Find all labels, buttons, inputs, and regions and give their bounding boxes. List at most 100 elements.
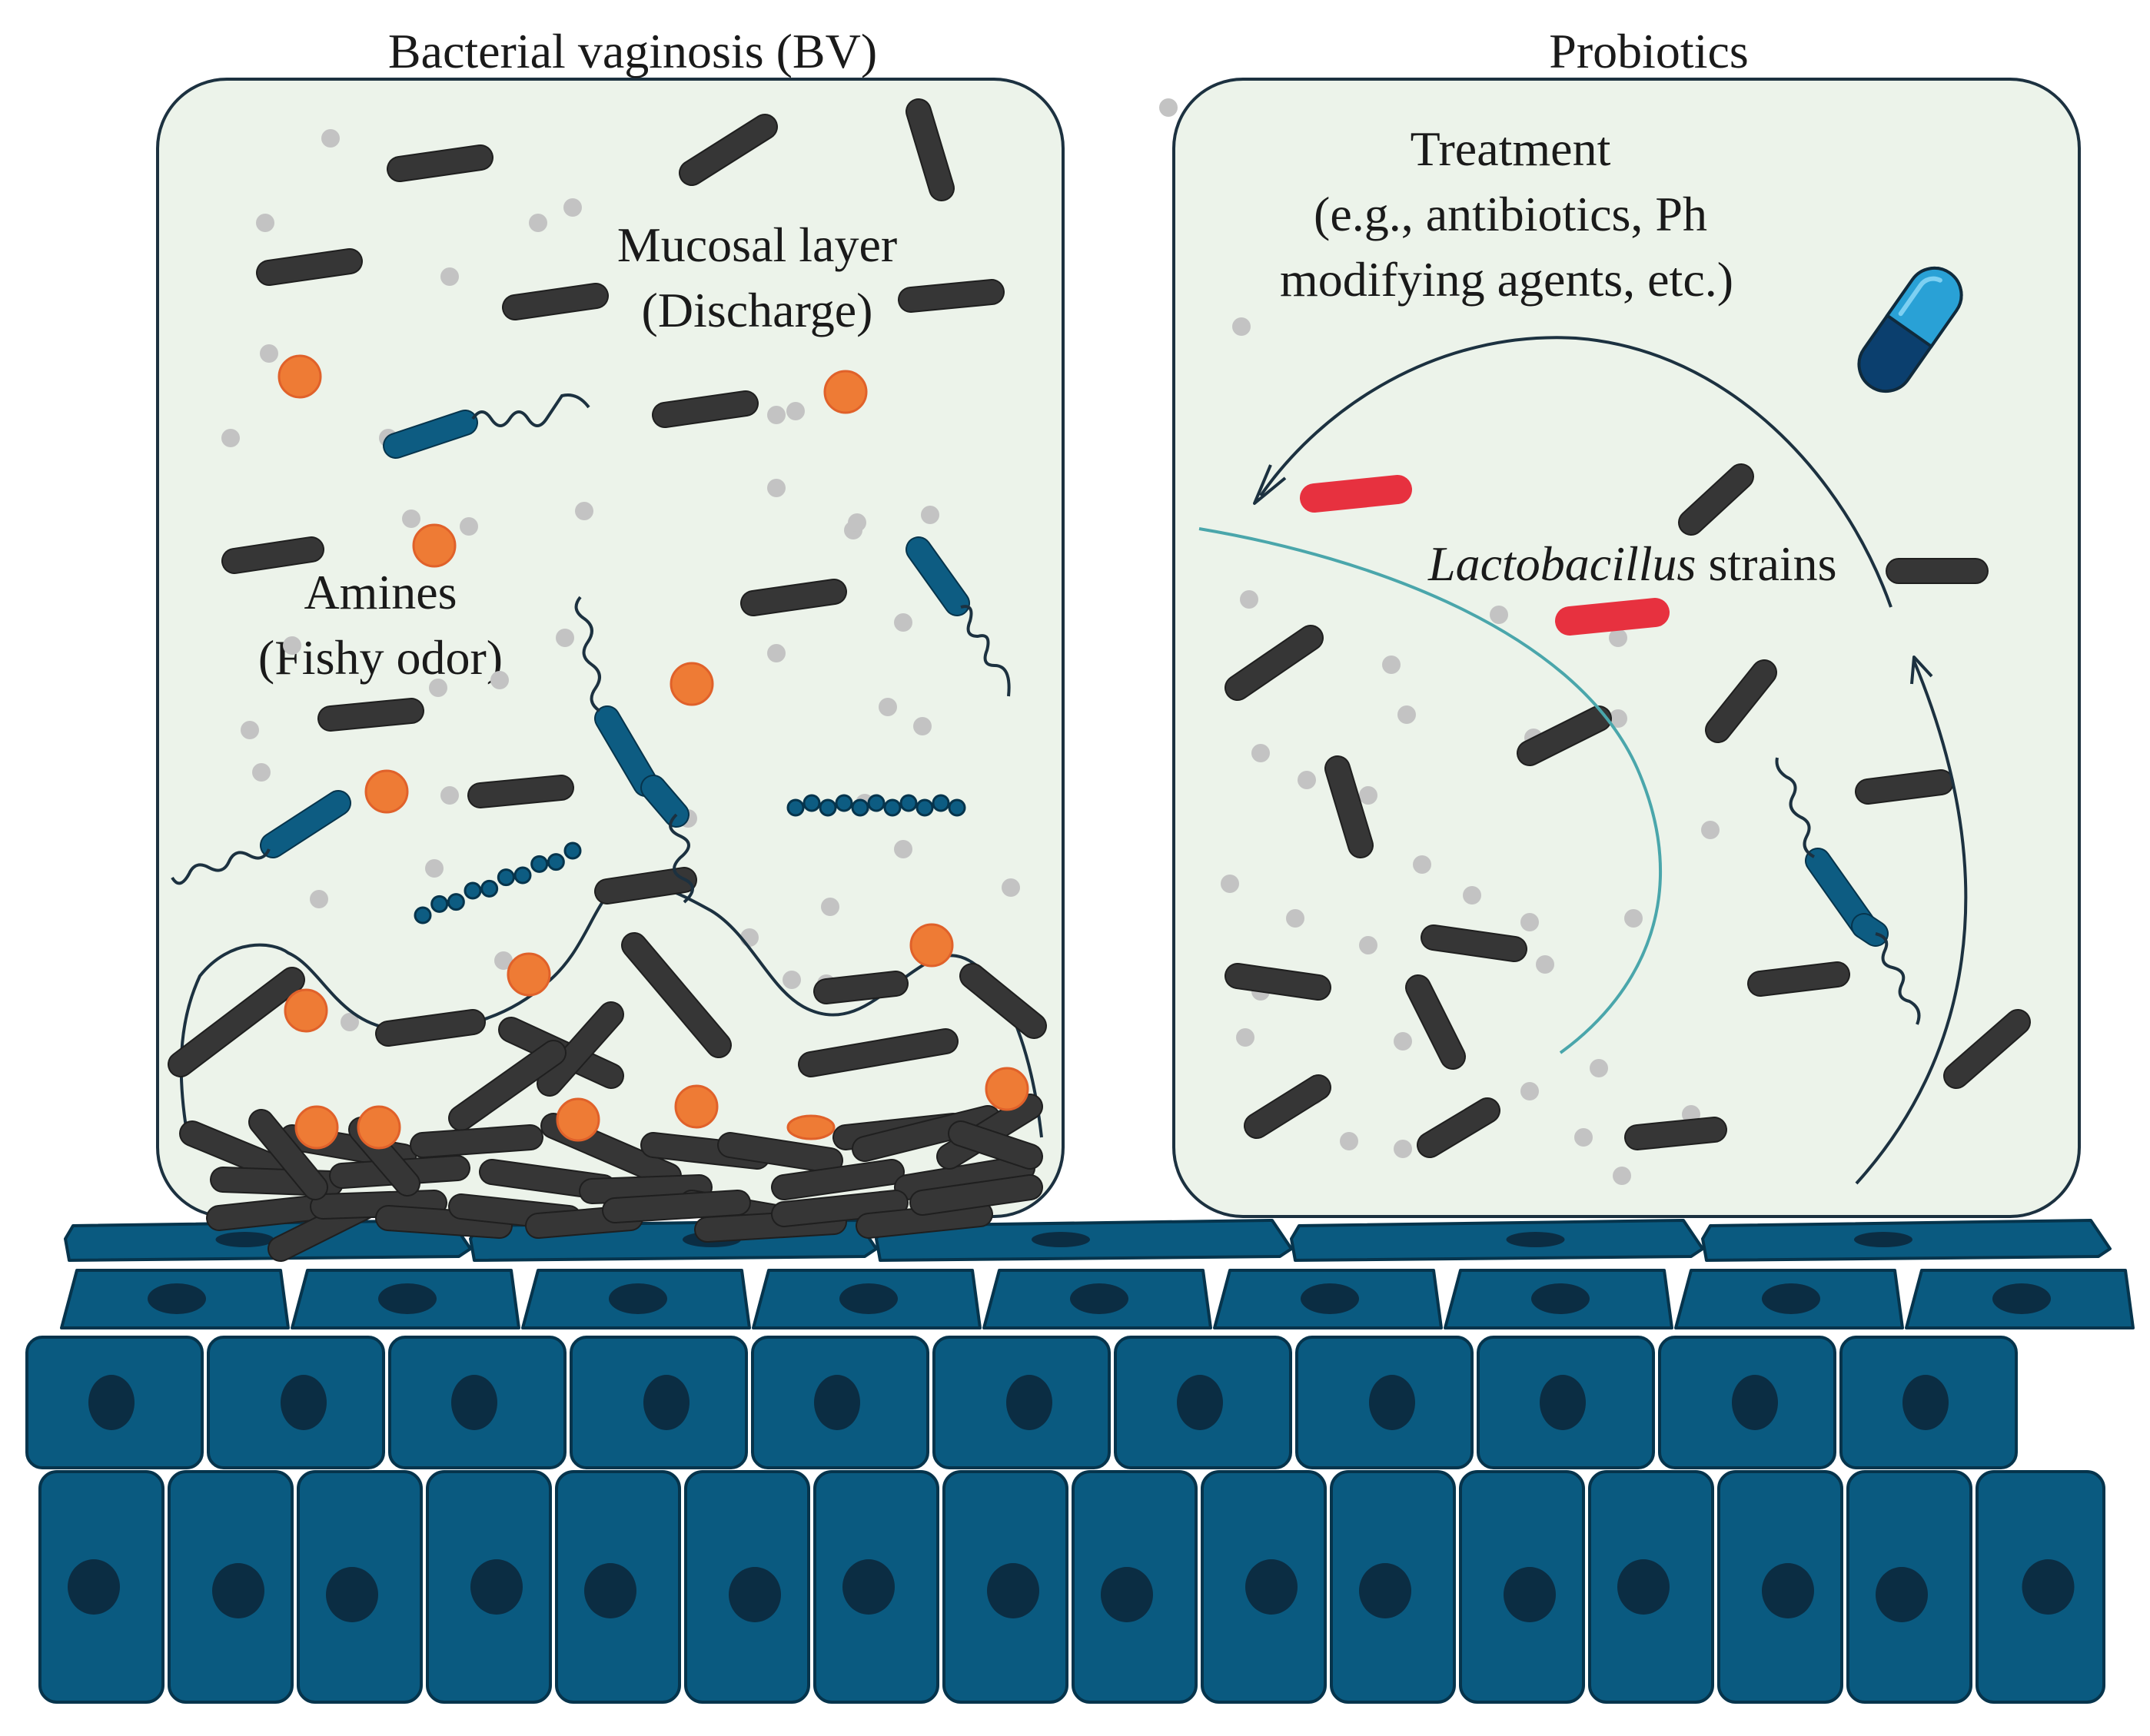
treatment-arrow-curve: [1259, 336, 1892, 608]
mucosal-layer-label: Mucosal layer: [617, 217, 897, 272]
coccus: [899, 794, 918, 812]
coccus: [497, 868, 515, 887]
coccus: [851, 798, 869, 817]
coccus: [547, 853, 565, 871]
coccus: [447, 893, 465, 911]
grey-particle: [786, 402, 805, 420]
coccus: [414, 906, 432, 924]
grey-particle: [1221, 875, 1239, 893]
grey-particle: [1159, 98, 1178, 117]
lactobacillus-bacterium: [1300, 475, 1412, 513]
cell-nucleus: [814, 1375, 860, 1430]
grey-particle: [1382, 656, 1401, 674]
treatment-examples-line1: (e.g., antibiotics, Ph: [1314, 187, 1707, 241]
arrow-icon: [1253, 464, 1287, 505]
rod-bacterium-body: [223, 538, 323, 573]
flagellum: [171, 848, 271, 885]
grey-particle: [1413, 855, 1431, 874]
coccus: [819, 798, 837, 817]
amine-particle: [284, 988, 328, 1033]
rod-bacterium-body: [719, 1134, 842, 1172]
grey-particle: [1590, 1059, 1608, 1077]
grey-particle: [260, 344, 278, 363]
cell-nucleus: [470, 1559, 523, 1615]
coccus: [786, 798, 805, 817]
rod-bacterium-body: [961, 964, 1045, 1037]
grey-particle: [879, 698, 897, 716]
coccus: [480, 879, 499, 898]
coccus: [915, 798, 934, 817]
flagellum: [960, 605, 1011, 697]
rod-bacterium-body: [311, 1191, 446, 1218]
flagellum: [669, 813, 694, 904]
grey-particle: [402, 510, 420, 528]
rod-bacterium-body: [258, 250, 361, 284]
grey-particle: [894, 613, 912, 632]
grey-particle: [252, 763, 271, 782]
grey-particle: [821, 898, 839, 916]
flagellum: [1775, 757, 1816, 858]
grey-particle: [241, 721, 259, 739]
grey-particle: [1463, 886, 1481, 905]
cell-nucleus: [1070, 1283, 1128, 1314]
grey-particle: [1609, 709, 1627, 728]
flagellum: [574, 596, 601, 712]
cell-nucleus: [1902, 1375, 1949, 1430]
capsule-icon: [1857, 266, 1963, 393]
grey-particle: [1286, 909, 1304, 928]
flagellum: [471, 393, 590, 427]
amine-particle: [909, 923, 954, 968]
cell-nucleus: [451, 1375, 497, 1430]
rod-bacterium-body: [208, 1195, 338, 1230]
cell-nucleus: [1177, 1375, 1223, 1430]
rod-bacterium-body: [815, 972, 907, 1003]
rod-bacterium-body: [949, 1122, 1042, 1168]
flagellated-bacterium-body: [1806, 849, 1876, 938]
grey-particle: [440, 786, 459, 805]
rod-bacterium-body: [250, 1110, 327, 1199]
grey-particle: [1359, 786, 1377, 805]
treatment-examples-line2: modifying agents, etc.): [1280, 252, 1733, 307]
rod-bacterium-body: [503, 284, 607, 319]
amines-label: Amines: [304, 565, 457, 619]
flagellated-bacterium-body: [642, 776, 688, 826]
rod-bacterium-body: [1226, 626, 1322, 699]
grey-particle: [913, 717, 932, 735]
lactobacillus-arc: [1198, 527, 1662, 1054]
cell-nucleus: [326, 1567, 378, 1622]
rod-bacterium-body: [450, 1041, 565, 1130]
amine-particle: [670, 662, 714, 706]
flagellated-bacteria: [171, 393, 1921, 1025]
amine-particle: [412, 523, 457, 568]
rod-bacterium-body: [1226, 964, 1330, 999]
coccus: [867, 794, 886, 812]
rod-bacterium-body: [596, 868, 696, 903]
grey-particle: [310, 890, 328, 908]
amine-particle: [294, 1105, 339, 1150]
arrow-icon: [1910, 656, 1933, 685]
grey-particle: [921, 506, 939, 524]
coccus: [513, 866, 532, 885]
flagellated-bacterium-body: [384, 411, 477, 457]
grey-particle: [1002, 878, 1020, 897]
grey-particle: [460, 517, 478, 536]
rod-bacterium-body: [1706, 661, 1776, 742]
cell-nucleus: [88, 1375, 135, 1430]
amine-particle: [786, 1114, 836, 1140]
cell-nucleus: [1369, 1375, 1415, 1430]
cell-nucleus: [1006, 1375, 1052, 1430]
rod-bacterium-body: [377, 1011, 484, 1045]
amine-particles: [277, 354, 1029, 1150]
rod-bacterium-body: [773, 1160, 903, 1199]
grey-particle: [221, 429, 240, 447]
rod-bacterium-body: [896, 1157, 1034, 1199]
cell-nucleus: [212, 1563, 264, 1618]
amine-particle: [277, 354, 322, 399]
grey-particle: [1340, 1132, 1358, 1150]
rod-bacterium-body: [411, 1126, 542, 1157]
flagellated-bacterium-body: [907, 538, 969, 615]
grey-particle: [1394, 1140, 1412, 1158]
flagellated-bacterium-body: [596, 707, 657, 795]
cell-nucleus: [1876, 1567, 1928, 1622]
